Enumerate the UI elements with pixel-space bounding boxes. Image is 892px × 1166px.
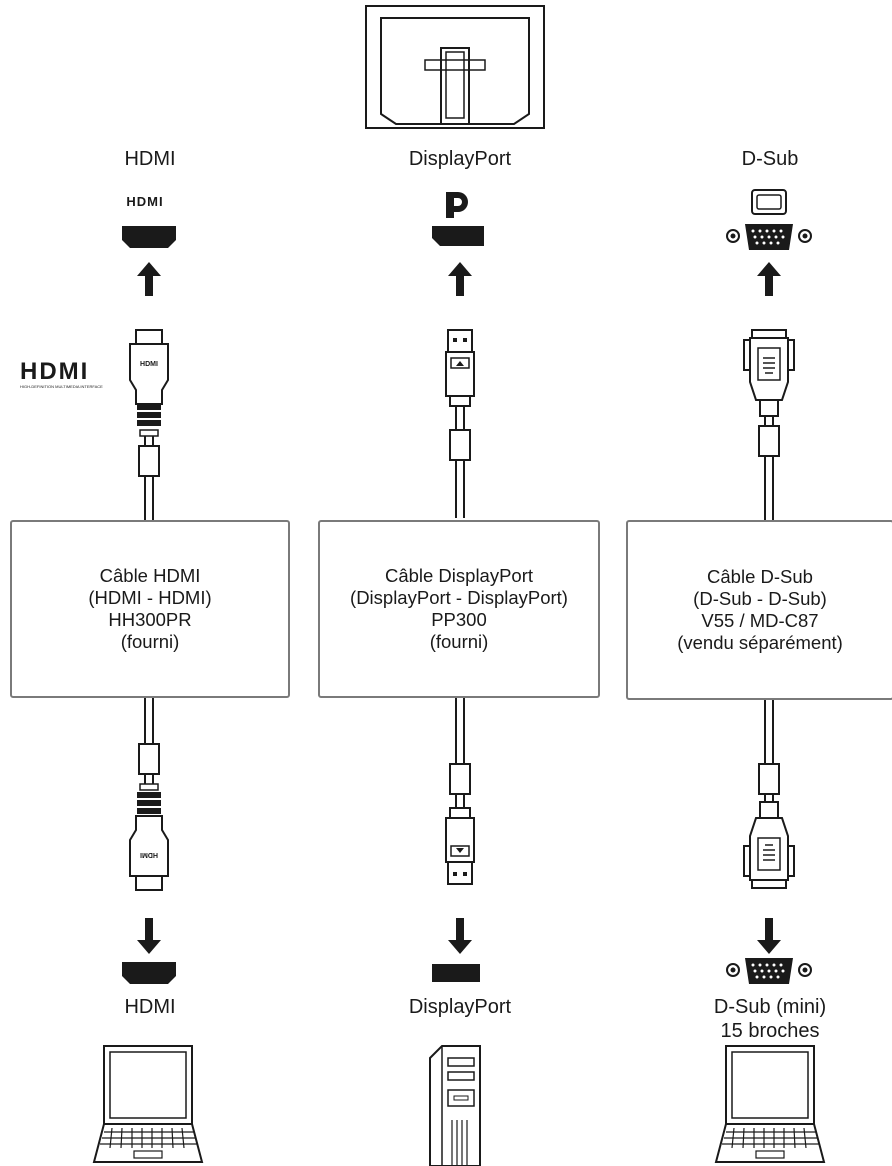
displayport-port-bottom-icon <box>432 964 480 982</box>
hdmi-port-top-icon <box>122 226 176 248</box>
displayport-cable-box: Câble DisplayPort (DisplayPort - Display… <box>318 520 600 698</box>
displayport-port-top-icon <box>432 226 484 246</box>
dsub-cable-line-3: V55 / MD-C87 <box>701 610 819 631</box>
displayport-cable-line-1: Câble DisplayPort <box>384 565 534 586</box>
hdmi-cable-box: Câble HDMI (HDMI - HDMI) HH300PR (fourni… <box>10 520 290 698</box>
dsub-cable-line-1: Câble D-Sub <box>707 566 813 587</box>
hdmi-bottom-label: HDMI <box>124 996 176 1018</box>
arrow-down-icon <box>137 918 161 954</box>
displayport-logo-icon <box>446 192 468 218</box>
displayport-cable-line-2: (DisplayPort - DisplayPort) <box>350 587 568 608</box>
vga-port-bottom-icon <box>726 958 812 984</box>
laptop-icon <box>92 1045 204 1163</box>
displayport-cable-line-3: PP300 <box>431 609 487 630</box>
hdmi-logo-icon: HDMI <box>110 194 180 209</box>
hdmi-cable-line-4: (fourni) <box>120 631 180 652</box>
hdmi-connector-top-text: HDMI <box>140 361 158 368</box>
dsub-cable-line-4: (vendu séparément) <box>677 632 843 653</box>
hdmi-logo-text: HDMI <box>126 194 164 209</box>
displayport-top-label: DisplayPort <box>408 148 512 170</box>
hdmi-cable-line-1: Câble HDMI <box>99 565 201 586</box>
hdmi-top-label: HDMI <box>124 148 176 170</box>
dsub-cable-box: Câble D-Sub (D-Sub - D-Sub) V55 / MD-C87… <box>626 520 892 700</box>
dsub-bottom-label-2: 15 broches <box>720 1020 820 1042</box>
hdmi-brand-logo-text: HDMI <box>20 358 90 385</box>
dsub-top-label: D-Sub <box>741 148 799 170</box>
desktop-tower-icon <box>429 1045 481 1166</box>
displayport-cable-line-4: (fourni) <box>429 631 489 652</box>
laptop-icon-right <box>714 1045 826 1163</box>
dsub-bottom-label-1: D-Sub (mini) <box>713 996 827 1018</box>
arrow-up-icon <box>137 262 161 296</box>
hdmi-cable-line-3: HH300PR <box>108 609 192 630</box>
hdmi-brand-logo: HDMI HIGH-DEFINITION MULTIMEDIA INTERFAC… <box>20 360 130 390</box>
dsub-cable-line-2: (D-Sub - D-Sub) <box>693 588 827 609</box>
displayport-bottom-label: DisplayPort <box>408 996 512 1018</box>
hdmi-port-bottom-icon <box>122 962 176 984</box>
hdmi-cable-line-2: (HDMI - HDMI) <box>88 587 212 608</box>
vga-port-icon <box>726 189 812 250</box>
hdmi-brand-logo-subtext: HIGH-DEFINITION MULTIMEDIA INTERFACE <box>20 384 103 389</box>
